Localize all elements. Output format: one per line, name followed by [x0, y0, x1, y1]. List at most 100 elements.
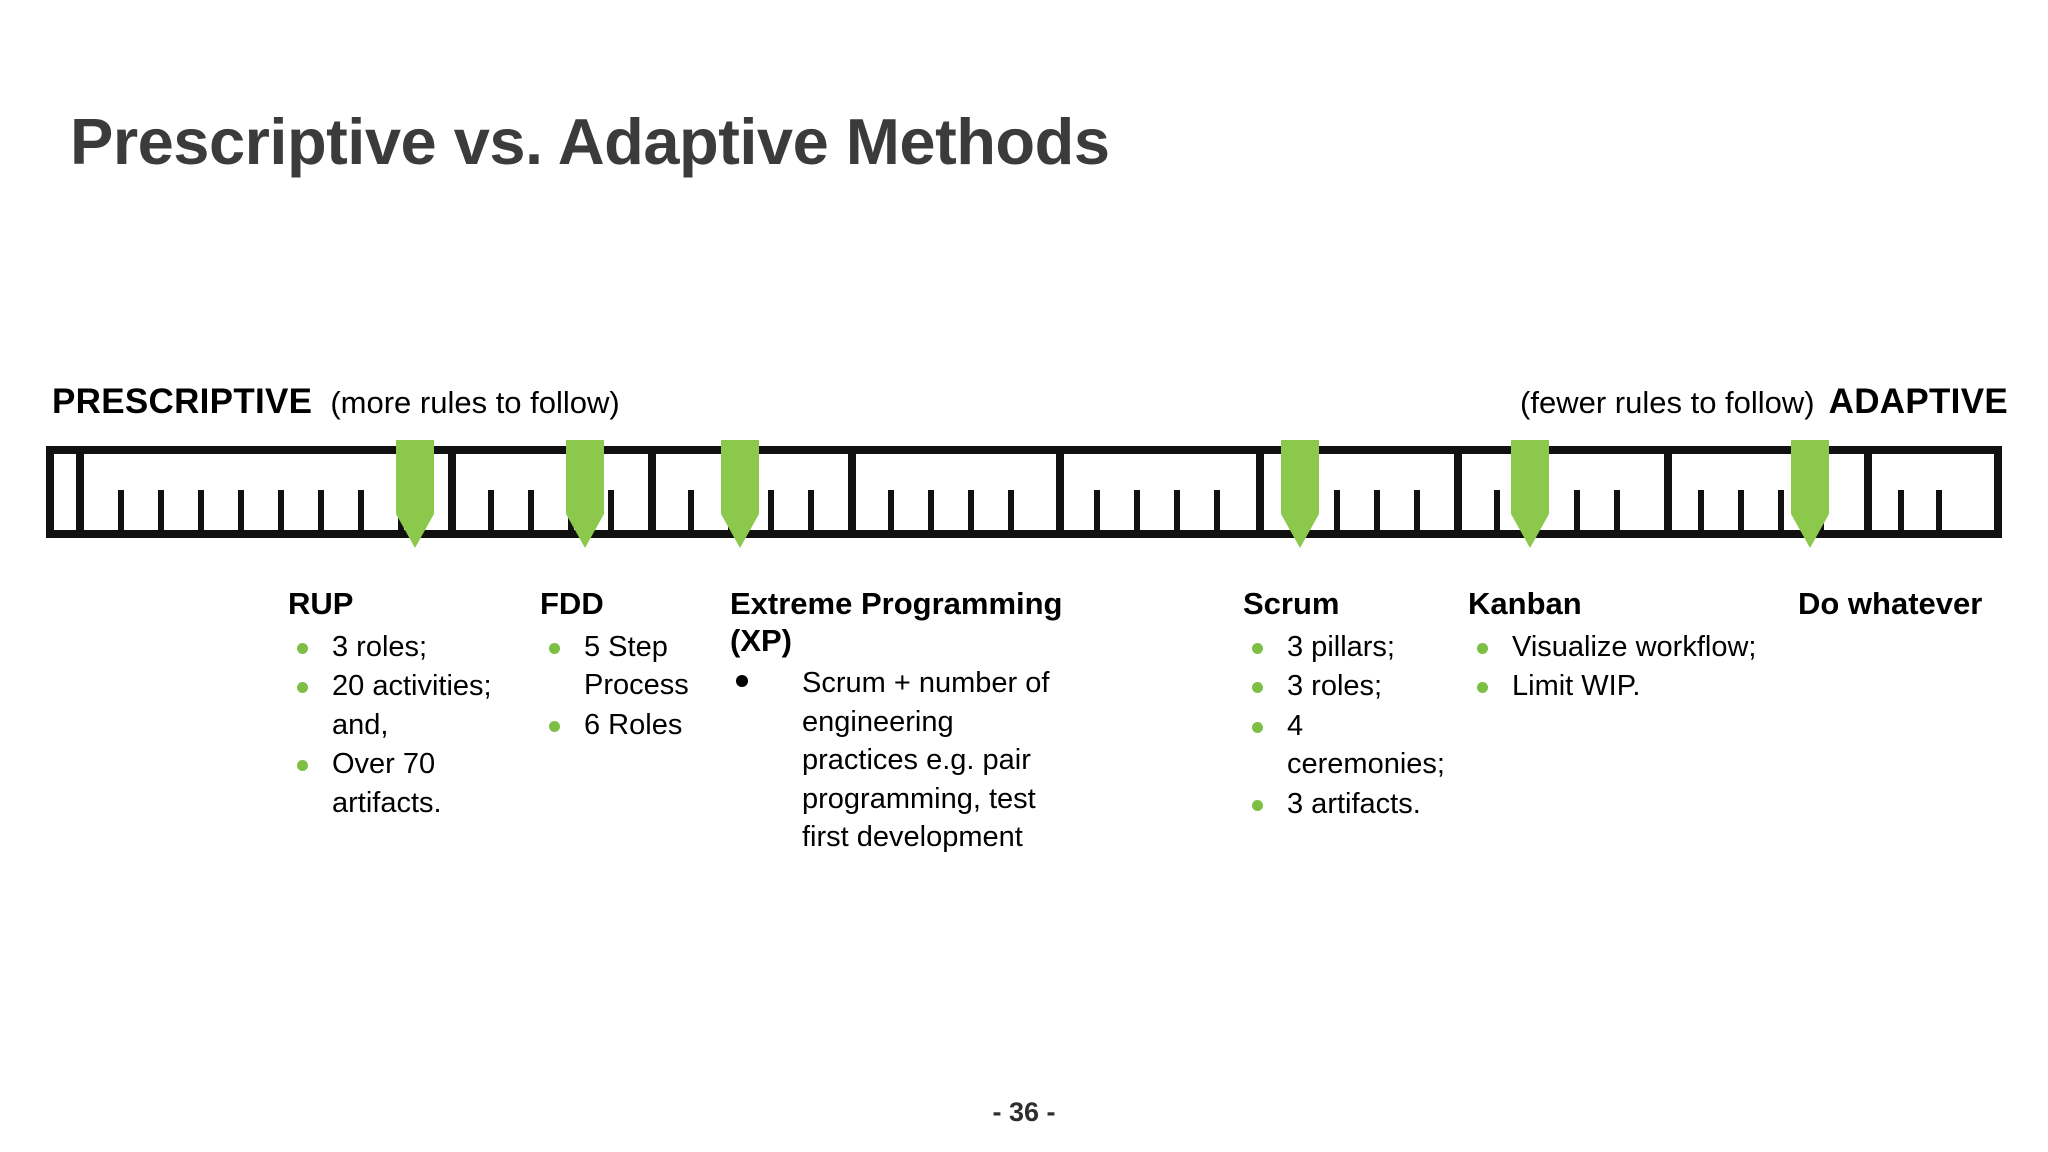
spectrum-ruler [46, 446, 2002, 538]
ruler-major-tick [1256, 454, 1264, 530]
marker-body [1511, 440, 1549, 514]
method-bullet-list-kanban: Visualize workflow; Limit WIP. [1468, 628, 1778, 706]
bullet-item: Over 70 artifacts. [288, 745, 523, 822]
method-title-do-whatever: Do whatever [1798, 586, 1983, 621]
page-number: - 36 - [992, 1097, 1056, 1127]
marker-tip-icon [1791, 514, 1829, 548]
ruler-minor-tick [1614, 490, 1620, 530]
bullet-text: 20 activities; and, [332, 670, 492, 741]
ruler-minor-tick [1374, 490, 1380, 530]
ruler-minor-tick [278, 490, 284, 530]
method-bullet-list-rup: 3 roles; 20 activities; and,Over 70 artif… [288, 628, 523, 823]
method-title-fdd: FDD [540, 586, 604, 621]
ruler-minor-tick [488, 490, 494, 530]
position-marker-2[interactable] [566, 440, 604, 548]
marker-tip-icon [1511, 514, 1549, 548]
marker-tip-icon [396, 514, 434, 548]
method-title-scrum: Scrum [1243, 586, 1340, 621]
ruler-minor-tick [1936, 490, 1942, 530]
ruler-minor-tick [1008, 490, 1014, 530]
ruler-major-tick [1664, 454, 1672, 530]
bullet-dot-icon [1252, 799, 1263, 811]
bullet-item: 3 artifacts. [1243, 785, 1458, 824]
bullet-dot-icon [1252, 721, 1263, 733]
ruler-minor-tick [608, 490, 614, 530]
ruler-minor-tick [1214, 490, 1220, 530]
ruler-minor-tick [198, 490, 204, 530]
method-block-fdd: FDD 5 Step Process 6 Roles [540, 586, 715, 745]
marker-body [396, 440, 434, 514]
ruler-minor-tick [1414, 490, 1420, 530]
position-marker-6[interactable] [1791, 440, 1829, 548]
bullet-dot-icon [549, 642, 560, 654]
marker-tip-icon [721, 514, 759, 548]
bullet-dot-icon [297, 642, 308, 654]
ruler-minor-tick [1574, 490, 1580, 530]
method-title-xp: Extreme Programming (XP) [730, 586, 1063, 658]
ruler-minor-tick [1778, 490, 1784, 530]
bullet-item: 4 ceremonies; [1243, 707, 1458, 784]
marker-body [1791, 440, 1829, 514]
method-title-rup: RUP [288, 586, 354, 621]
bullet-item: Visualize workflow; [1468, 628, 1778, 667]
method-bullet-list-fdd: 5 Step Process 6 Roles [540, 628, 715, 745]
method-title-kanban: Kanban [1468, 586, 1582, 621]
bullet-item: 6 Roles [540, 706, 715, 745]
position-marker-4[interactable] [1281, 440, 1319, 548]
bullet-item: Scrum + number of engineering practices … [730, 664, 1070, 857]
bullet-text: 3 roles; [332, 630, 428, 663]
marker-tip-icon [1281, 514, 1319, 548]
ruler-minor-tick [1174, 490, 1180, 530]
ruler-minor-tick [1494, 490, 1500, 530]
ruler-major-tick [1454, 454, 1462, 530]
bullet-item: 3 roles; [1243, 667, 1458, 706]
bullet-text: Limit WIP. [1512, 670, 1641, 703]
page-title: Prescriptive vs. Adaptive Methods [70, 105, 1110, 178]
ruler-minor-tick [238, 490, 244, 530]
axis-left-labels: PRESCRIPTIVE (more rules to follow) [52, 382, 620, 428]
ruler-minor-tick [158, 490, 164, 530]
ruler-minor-tick [1738, 490, 1744, 530]
bullet-text: 3 roles; [1287, 670, 1383, 703]
ruler-major-tick [848, 454, 856, 530]
ruler-major-tick [1056, 454, 1064, 530]
bullet-item: Limit WIP. [1468, 667, 1778, 706]
position-marker-1[interactable] [396, 440, 434, 548]
bullet-text: Over 70 artifacts. [332, 748, 442, 819]
ruler-minor-tick [1898, 490, 1904, 530]
ruler-minor-tick [928, 490, 934, 530]
bullet-item: 20 activities; and, [288, 667, 523, 744]
ruler-minor-tick [118, 490, 124, 530]
bullet-text: Visualize workflow; [1512, 630, 1757, 663]
bullet-dot-icon [1252, 682, 1263, 694]
position-marker-3[interactable] [721, 440, 759, 548]
bullet-dot-icon [1477, 682, 1488, 694]
bullet-item: 3 pillars; [1243, 628, 1458, 667]
ruler-major-tick [1864, 454, 1872, 530]
bullet-item: 5 Step Process [540, 628, 715, 705]
axis-hint-fewer-rules: (fewer rules to follow) [1520, 385, 1815, 420]
axis-right-labels: (fewer rules to follow) ADAPTIVE [1520, 382, 2008, 428]
bullet-dot-icon [549, 720, 560, 732]
marker-body [566, 440, 604, 514]
bullet-text: 3 artifacts. [1287, 787, 1421, 820]
ruler-minor-tick [888, 490, 894, 530]
ruler-minor-tick [1094, 490, 1100, 530]
bullet-dot-icon [297, 760, 308, 772]
marker-body [1281, 440, 1319, 514]
method-block-scrum: Scrum 3 pillars;3 roles; 4 ceremonies;3 ar… [1243, 586, 1458, 824]
ruler-minor-tick [808, 490, 814, 530]
ruler-minor-tick [688, 490, 694, 530]
bullet-text: 6 Roles [584, 708, 683, 741]
ruler-minor-tick [1698, 490, 1704, 530]
ruler-minor-tick [1134, 490, 1140, 530]
ruler-major-tick [448, 454, 456, 530]
bullet-text: 5 Step Process [584, 630, 689, 702]
bullet-dot-icon [1477, 642, 1488, 654]
position-marker-5[interactable] [1511, 440, 1549, 548]
ruler-major-tick [76, 454, 84, 530]
method-bullet-list-scrum: 3 pillars;3 roles; 4 ceremonies;3 artifac… [1243, 628, 1458, 824]
marker-tip-icon [566, 514, 604, 548]
ruler-major-tick [648, 454, 656, 530]
